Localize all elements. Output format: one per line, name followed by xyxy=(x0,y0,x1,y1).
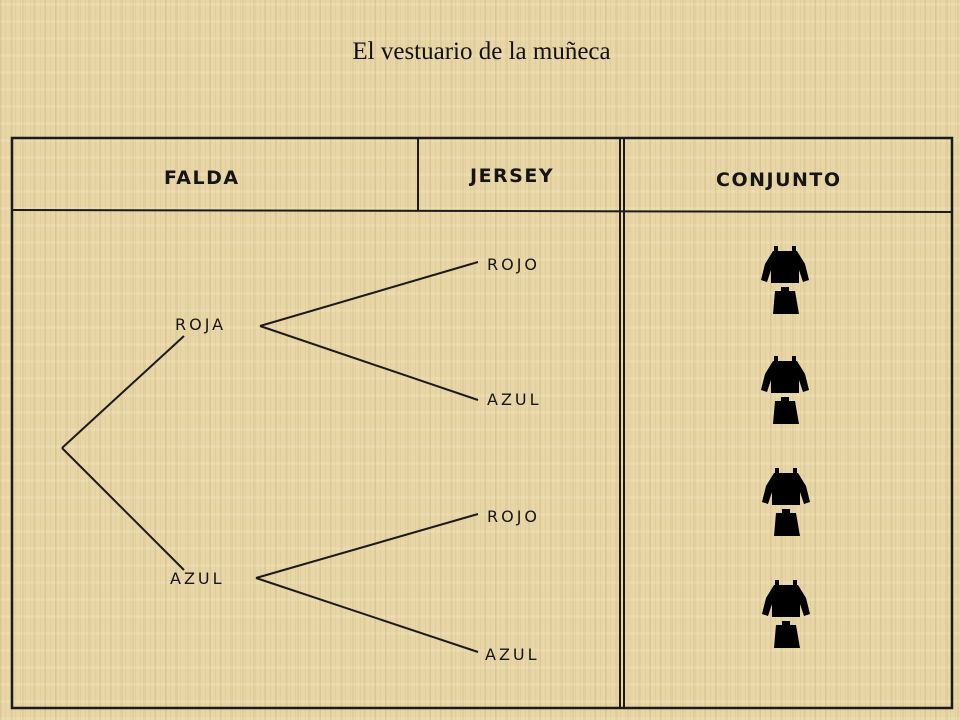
outfit-icon xyxy=(762,468,810,536)
header-falda: FALDA xyxy=(164,167,240,189)
header-conjunto: CONJUNTO xyxy=(716,169,842,191)
branch-root-azul xyxy=(61,447,185,571)
jersey-label-roja-rojo: ROJO xyxy=(487,255,540,274)
branch-root-roja xyxy=(61,335,185,449)
branch-roja-rojo xyxy=(259,261,479,327)
table-frame xyxy=(10,136,954,710)
branch-roja-azul xyxy=(259,325,479,401)
branch-azul-azul xyxy=(255,577,479,653)
tree-branches xyxy=(61,261,479,653)
header-jersey: JERSEY xyxy=(468,165,554,187)
page-title: El vestuario de la muñeca xyxy=(352,38,611,65)
outfit-icon xyxy=(761,356,809,424)
jersey-label-azul-rojo: ROJO xyxy=(487,507,540,526)
branch-azul-rojo xyxy=(255,513,479,579)
jersey-label-azul-azul: AZUL xyxy=(485,645,540,664)
outfit-icon xyxy=(761,246,809,314)
header-divider xyxy=(11,209,953,213)
skirt-label-roja: ROJA xyxy=(175,315,226,334)
outer-border xyxy=(10,136,954,710)
jersey-label-roja-azul: AZUL xyxy=(487,390,542,409)
skirt-label-azul: AZUL xyxy=(170,569,225,588)
outfit-icon xyxy=(762,580,810,648)
